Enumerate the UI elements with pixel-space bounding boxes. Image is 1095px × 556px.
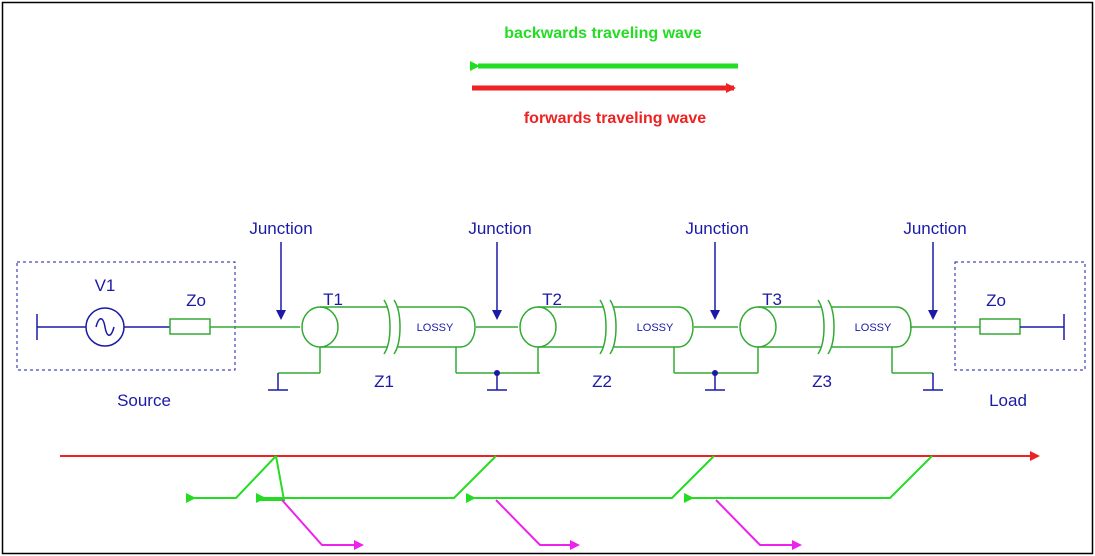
load-zo-label: Zo xyxy=(986,291,1006,310)
transmission-line-t3: T3 Z3 LOSSY xyxy=(739,290,933,391)
v1-label: V1 xyxy=(95,276,116,295)
t2-label: T2 xyxy=(542,290,562,309)
junction-label-4: Junction xyxy=(903,219,966,238)
source-label: Source xyxy=(117,391,171,410)
reflected-wave-2 xyxy=(256,455,497,503)
transmission-line-t2: T2 Z2 LOSSY xyxy=(519,290,758,391)
load-box xyxy=(954,261,1086,371)
t1-label: T1 xyxy=(323,290,343,309)
reflected-wave-1 xyxy=(186,455,277,503)
loss-wave-3 xyxy=(715,499,802,550)
lossy-label-1: LOSSY xyxy=(417,322,454,334)
reflected-wave-4 xyxy=(684,455,933,503)
z3-label: Z3 xyxy=(812,372,832,391)
t3-label: T3 xyxy=(762,290,782,309)
source-resistor-icon xyxy=(169,318,211,335)
forwards-wave-label: forwards traveling wave xyxy=(524,110,706,127)
transmission-line-t1: T1 Z1 LOSSY xyxy=(268,290,540,391)
sine-wave-icon xyxy=(95,318,115,336)
source-box xyxy=(16,261,236,371)
backwards-wave-label: backwards traveling wave xyxy=(504,25,702,42)
lossy-label-2: LOSSY xyxy=(637,322,674,334)
t2-coax-icon xyxy=(519,306,557,348)
loss-wave-2 xyxy=(495,499,580,550)
transmitted-wave-1 xyxy=(260,455,286,501)
junction-label-2: Junction xyxy=(468,219,531,238)
junction-label-3: Junction xyxy=(685,219,748,238)
z2-label: Z2 xyxy=(592,372,612,391)
reflected-wave-3 xyxy=(466,455,715,503)
z1-label: Z1 xyxy=(374,372,394,391)
junction-label-1: Junction xyxy=(249,219,312,238)
loss-wave-1 xyxy=(281,499,364,550)
t1-coax-icon xyxy=(301,306,339,348)
lossy-label-3: LOSSY xyxy=(855,322,892,334)
load-label: Load xyxy=(989,391,1027,410)
source-zo-label: Zo xyxy=(186,291,206,310)
load-resistor-icon xyxy=(979,318,1021,335)
t3-coax-icon xyxy=(739,306,777,348)
